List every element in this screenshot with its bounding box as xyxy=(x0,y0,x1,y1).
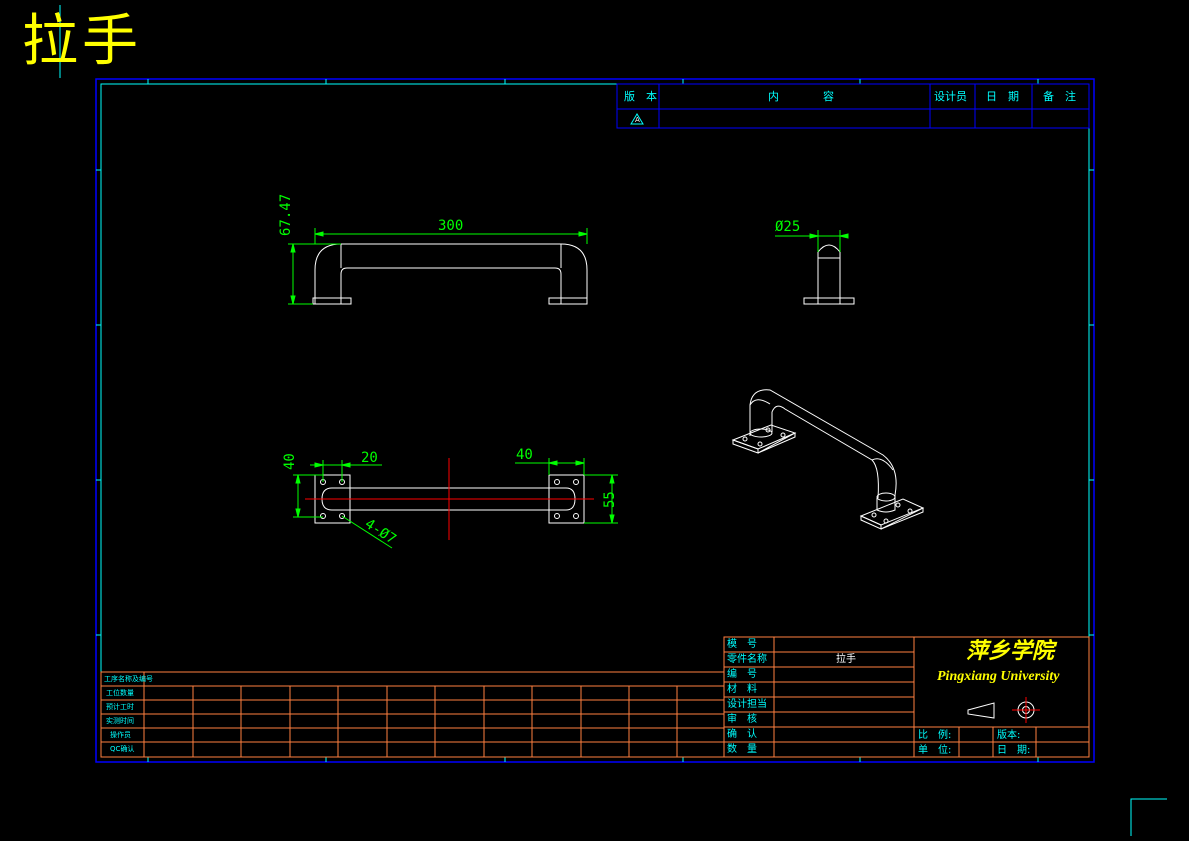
university-name-cn: 萍乡学院 xyxy=(966,638,1055,664)
process-table xyxy=(100,671,725,758)
outer-frame xyxy=(95,78,1095,763)
title-block xyxy=(723,636,1090,758)
dim-top-offset: 20 xyxy=(361,450,378,466)
dim-front-length: 300 xyxy=(438,218,463,234)
tb-label-version: 版本: xyxy=(997,730,1021,741)
dim-holes: 4-Ø7 xyxy=(362,516,399,548)
isometric-view xyxy=(731,389,925,530)
tb-label-number: 编 号 xyxy=(727,669,757,680)
inner-frame xyxy=(100,83,1090,758)
top-center-lines xyxy=(305,458,594,540)
process-row-label: 预计工时 xyxy=(106,703,134,711)
rev-row-mark: A xyxy=(635,116,640,124)
rev-header-date: 日 期 xyxy=(986,90,1019,103)
dim-top-length: 40 xyxy=(516,447,533,463)
front-dimensions xyxy=(288,228,588,305)
rev-header-designer: 设计员 xyxy=(934,90,967,103)
rev-header-version: 版 本 xyxy=(624,90,657,103)
tb-label-part-name: 零件名称 xyxy=(727,654,767,665)
rev-header-note: 备 注 xyxy=(1043,90,1076,103)
tb-label-confirm: 确 认 xyxy=(727,729,757,740)
tb-label-material: 材 料 xyxy=(727,684,757,695)
revision-table xyxy=(616,83,1090,129)
university-name-en: Pingxiang University xyxy=(937,669,1060,684)
dim-top-width: 40 xyxy=(282,453,298,470)
process-row-label: 工序名称及编号 xyxy=(104,675,153,683)
process-row-label: 工位数量 xyxy=(106,689,134,697)
tb-label-review: 审 核 xyxy=(727,714,757,725)
tb-label-designer: 设计担当 xyxy=(727,699,767,710)
top-dimensions xyxy=(293,458,618,549)
tb-label-unit: 单 位: xyxy=(918,745,952,756)
dim-top-height: 55 xyxy=(602,491,618,508)
dim-side-diameter: Ø25 xyxy=(775,219,800,235)
process-row-label: QC确认 xyxy=(110,745,135,753)
tb-label-scale: 比 例: xyxy=(918,730,952,741)
tb-label-quantity: 数 量 xyxy=(727,744,757,755)
process-row-label: 操作员 xyxy=(110,731,131,739)
side-view xyxy=(803,244,855,305)
rev-header-content: 内 容 xyxy=(768,90,834,103)
tb-label-mold-no: 模 号 xyxy=(727,639,757,650)
tb-part-name-value: 拉手 xyxy=(836,654,856,665)
projection-symbol-icon xyxy=(967,697,1040,723)
dim-front-height: 67.47 xyxy=(278,194,294,236)
process-row-label: 实测时间 xyxy=(106,717,134,725)
drawing-title: 拉手 xyxy=(22,9,142,74)
front-view xyxy=(312,243,588,305)
tb-label-date: 日 期: xyxy=(997,745,1031,756)
